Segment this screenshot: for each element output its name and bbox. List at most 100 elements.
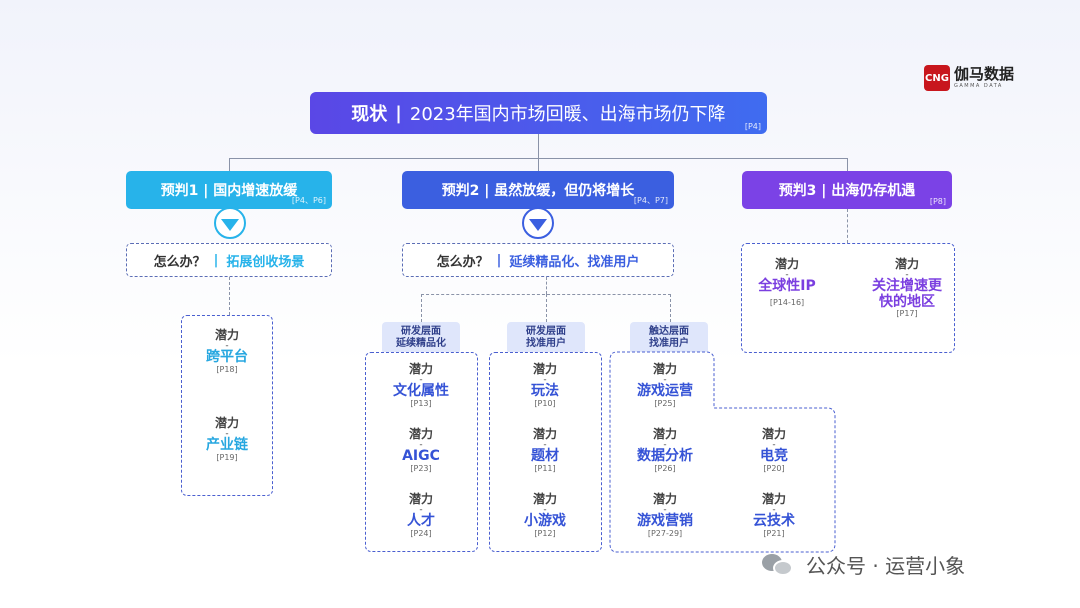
- potential-item: 潜力 - 游戏运营 [P25]: [615, 362, 715, 408]
- potential-ref: [P14-16]: [769, 297, 805, 307]
- potential-item: 潜力 - 电竞 [P20]: [724, 427, 824, 473]
- potential-item: 潜力 - 关注增速更 快的地区 [P17]: [857, 257, 957, 319]
- potential-value: 游戏营销: [637, 513, 693, 530]
- potential-ref: [P19]: [216, 452, 238, 462]
- wechat-icon: [762, 552, 796, 578]
- potential-label: 潜力: [652, 492, 677, 506]
- status-title-bar: 现状 | 2023年国内市场回暖、出海市场仍下降 [P4]: [310, 92, 767, 134]
- title-lead: 现状: [351, 104, 388, 125]
- potential-panel-4: [609, 351, 836, 553]
- potential-ref: [P21]: [763, 528, 785, 538]
- prediction-2-ref: [P4、P7]: [633, 196, 668, 205]
- prediction-1-label: 预判1 | 国内增速放缓: [160, 183, 298, 199]
- down-arrow-icon: [214, 207, 246, 239]
- potential-label: 潜力: [214, 328, 239, 342]
- dash: -: [543, 375, 547, 386]
- dash: -: [663, 505, 667, 516]
- connector-line: [847, 209, 848, 243]
- dash: -: [419, 440, 423, 451]
- how-separator: |: [496, 252, 502, 268]
- prediction-2-label: 预判2 | 虽然放缓，但仍将增长: [441, 183, 635, 199]
- potential-value: 小游戏: [524, 513, 566, 530]
- how-answer: 拓展创收场景: [226, 254, 305, 270]
- dash: -: [225, 429, 229, 440]
- potential-value: 玩法: [531, 383, 559, 400]
- dash: -: [785, 270, 789, 281]
- potential-item: 潜力 - 游戏营销 [P27-29]: [615, 492, 715, 538]
- how-answer: 延续精品化、找准用户: [509, 254, 640, 270]
- logo-subtitle: GAMMA DATA: [954, 83, 1003, 89]
- potential-ref: [P25]: [654, 398, 676, 408]
- potential-value: 游戏运营: [637, 383, 693, 400]
- potential-item: 潜力 - 题材 [P11]: [495, 427, 595, 473]
- dash: -: [543, 505, 547, 516]
- prediction-2: 预判2 | 虽然放缓，但仍将增长 [P4、P7]: [402, 171, 674, 209]
- how-question: 怎么办？: [153, 254, 206, 270]
- logo-mark: CNG: [924, 65, 950, 91]
- how-box-2: 怎么办？ | 延续精品化、找准用户: [402, 243, 674, 277]
- connector-line: [847, 158, 848, 171]
- potential-label: 潜力: [532, 492, 557, 506]
- tag-line: 找准用户: [649, 338, 689, 349]
- watermark: 公众号 · 运营小象: [762, 550, 965, 579]
- potential-item: 潜力 - 云技术 [P21]: [724, 492, 824, 538]
- tag-line: 延续精品化: [396, 338, 446, 349]
- dash: -: [663, 375, 667, 386]
- dash: -: [663, 440, 667, 451]
- potential-label: 潜力: [532, 427, 557, 441]
- potential-label: 潜力: [652, 427, 677, 441]
- dash: -: [772, 505, 776, 516]
- potential-label: 潜力: [408, 492, 433, 506]
- tag-line: 研发层面: [401, 326, 441, 337]
- potential-value: 题材: [531, 448, 559, 465]
- prediction-1-ref: [P4、P6]: [291, 196, 326, 205]
- tag-line: 找准用户: [526, 338, 566, 349]
- potential-ref: [P24]: [410, 528, 432, 538]
- down-arrow-icon: [522, 207, 554, 239]
- potential-label: 潜力: [652, 362, 677, 376]
- tag-line: 研发层面: [526, 326, 566, 337]
- potential-value: 跨平台: [206, 349, 248, 366]
- category-tag: 研发层面 找准用户: [507, 322, 585, 354]
- company-logo: CNG 伽马数据 GAMMA DATA: [924, 64, 1034, 92]
- potential-ref: [P12]: [534, 528, 556, 538]
- category-tag: 触达层面 找准用户: [630, 322, 708, 354]
- potential-value: 全球性IP: [758, 278, 816, 295]
- connector-line: [538, 134, 539, 158]
- potential-item: 潜力 - 小游戏 [P12]: [495, 492, 595, 538]
- potential-panel-5: [741, 243, 955, 353]
- dash: -: [772, 440, 776, 451]
- potential-label: 潜力: [214, 416, 239, 430]
- title-text: 2023年国内市场回暖、出海市场仍下降: [409, 104, 726, 125]
- dash: -: [543, 440, 547, 451]
- potential-ref: [P11]: [534, 463, 556, 473]
- prediction-1: 预判1 | 国内增速放缓 [P4、P6]: [126, 171, 332, 209]
- prediction-3-ref: [P8]: [929, 197, 946, 206]
- connector-line: [670, 294, 671, 322]
- connector-line: [421, 294, 422, 322]
- potential-value: 电竞: [760, 448, 788, 465]
- potential-value: 数据分析: [637, 448, 693, 465]
- potential-panel-3: [489, 352, 602, 552]
- potential-item: 潜力 - AIGC [P23]: [371, 427, 471, 473]
- potential-panel-2: [365, 352, 478, 552]
- tag-line: 触达层面: [649, 326, 689, 337]
- potential-value: 关注增速更: [872, 278, 942, 295]
- potential-label: 潜力: [761, 492, 786, 506]
- connector-line: [546, 277, 547, 294]
- category-tag: 研发层面 延续精品化: [382, 322, 460, 354]
- potential-ref: [P10]: [534, 398, 556, 408]
- potential-ref: [P13]: [410, 398, 432, 408]
- dash: -: [225, 341, 229, 352]
- potential-label: 潜力: [774, 257, 799, 271]
- connector-line: [229, 158, 230, 171]
- potential-ref: [P23]: [410, 463, 432, 473]
- potential-item: 潜力 - 数据分析 [P26]: [615, 427, 715, 473]
- potential-label: 潜力: [894, 257, 919, 271]
- potential-value: 云技术: [753, 513, 795, 530]
- potential-item: 潜力 - 玩法 [P10]: [495, 362, 595, 408]
- connector-line: [546, 294, 547, 322]
- potential-label: 潜力: [532, 362, 557, 376]
- dash: -: [905, 270, 909, 281]
- how-question: 怎么办？: [436, 254, 489, 270]
